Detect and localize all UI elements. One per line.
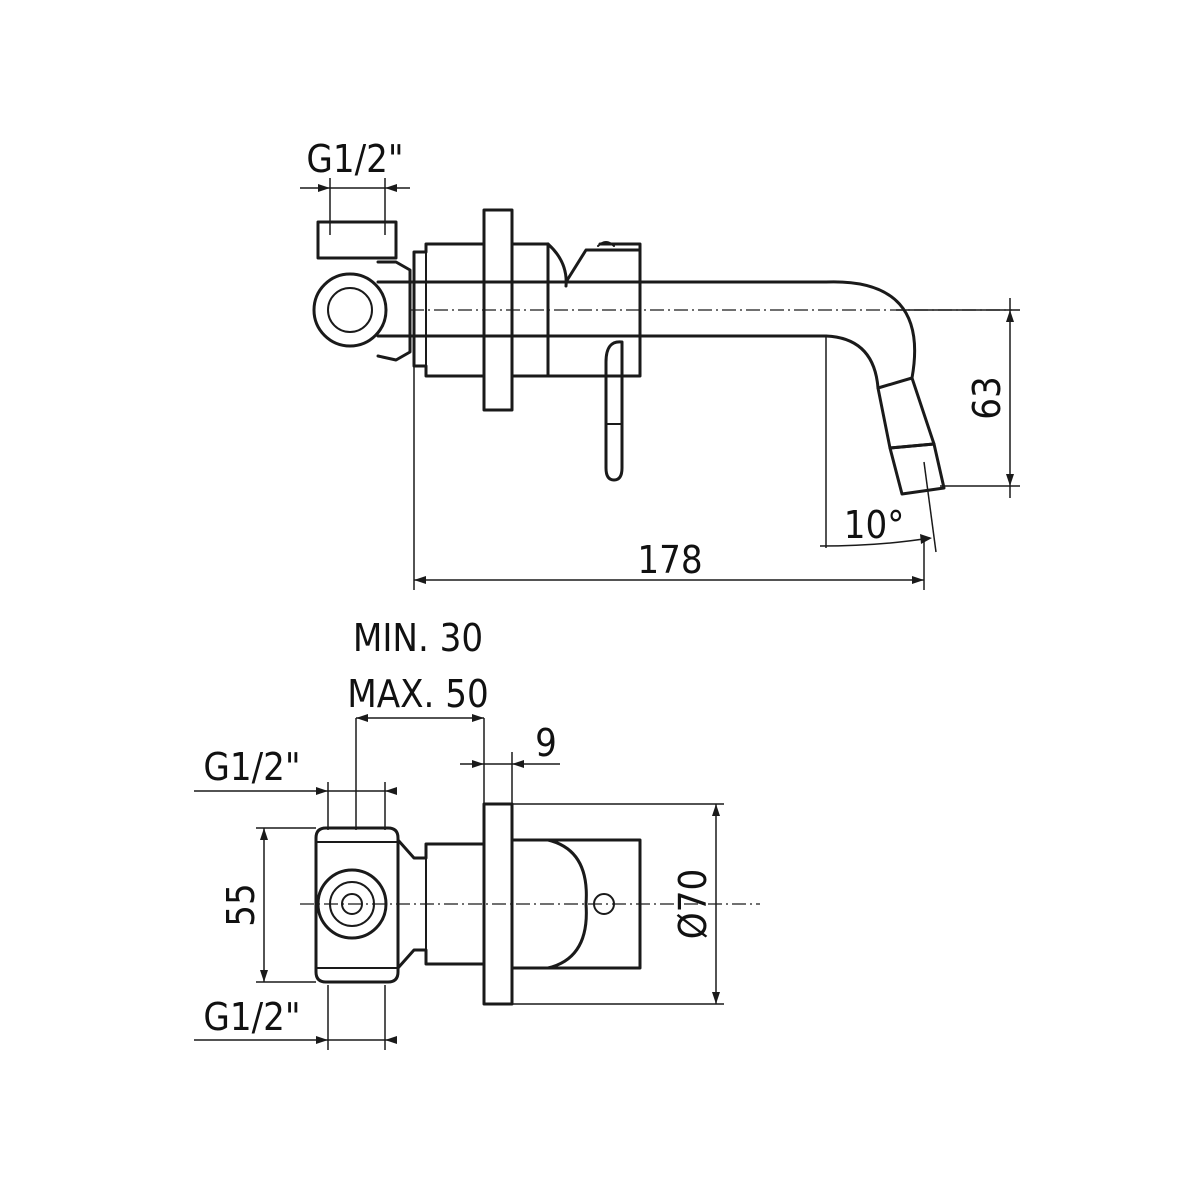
handle-knob — [597, 241, 615, 247]
diameter-label: Ø70 — [671, 869, 715, 939]
arrow — [912, 576, 924, 584]
plate-label: 9 — [535, 721, 557, 765]
arrow — [512, 760, 524, 768]
angle-arc — [819, 537, 931, 547]
arrow — [920, 534, 932, 544]
handle-cap — [564, 248, 642, 284]
valve-body — [412, 242, 486, 378]
handle-body — [510, 838, 642, 970]
height-label: 63 — [965, 376, 1009, 420]
valve-body — [314, 826, 400, 984]
arrow — [472, 760, 484, 768]
arrow — [472, 714, 484, 722]
min-label: MIN. 30 — [353, 616, 483, 660]
handle-curve — [546, 838, 588, 970]
arrow — [316, 787, 328, 795]
arrow — [260, 828, 268, 840]
arrow — [1006, 310, 1014, 322]
thread-bottom-label: G1/2" — [203, 995, 300, 1039]
arrow — [385, 787, 397, 795]
elbow-neck — [376, 260, 412, 362]
arrow — [316, 1036, 328, 1044]
max-label: MAX. 50 — [347, 672, 489, 716]
spout-inner — [824, 334, 880, 390]
arrow — [260, 970, 268, 982]
elbow-fitting — [316, 220, 398, 260]
arrow — [1006, 474, 1014, 486]
arrow — [712, 992, 720, 1004]
housing-rear — [510, 242, 550, 378]
lever-handle — [604, 340, 624, 482]
elbow-inner-ring — [327, 287, 373, 333]
angle-line — [923, 461, 937, 553]
angle-label: 10° — [844, 503, 905, 547]
arrow — [414, 576, 426, 584]
thread-top-label: G1/2" — [203, 745, 300, 789]
arrow — [385, 1036, 397, 1044]
aerator — [888, 442, 946, 496]
arrow — [385, 184, 397, 192]
side-view: G1/2" 63 — [300, 137, 1020, 590]
handle-block — [546, 242, 642, 378]
wall-plate — [482, 208, 514, 412]
spout-outer — [824, 280, 917, 380]
arrow — [318, 184, 330, 192]
arrow — [356, 714, 368, 722]
top-view: MIN. 30 MAX. 50 9 G1/2" G1/2" 55 — [194, 616, 760, 1050]
handle-pin — [593, 893, 615, 915]
body-height-label: 55 — [219, 883, 263, 927]
spout-tip — [876, 376, 936, 450]
length-label: 178 — [637, 538, 702, 582]
housing-curve — [546, 242, 568, 288]
elbow-outer-ring — [312, 272, 388, 348]
thread-label: G1/2" — [306, 137, 403, 181]
arrow — [712, 804, 720, 816]
